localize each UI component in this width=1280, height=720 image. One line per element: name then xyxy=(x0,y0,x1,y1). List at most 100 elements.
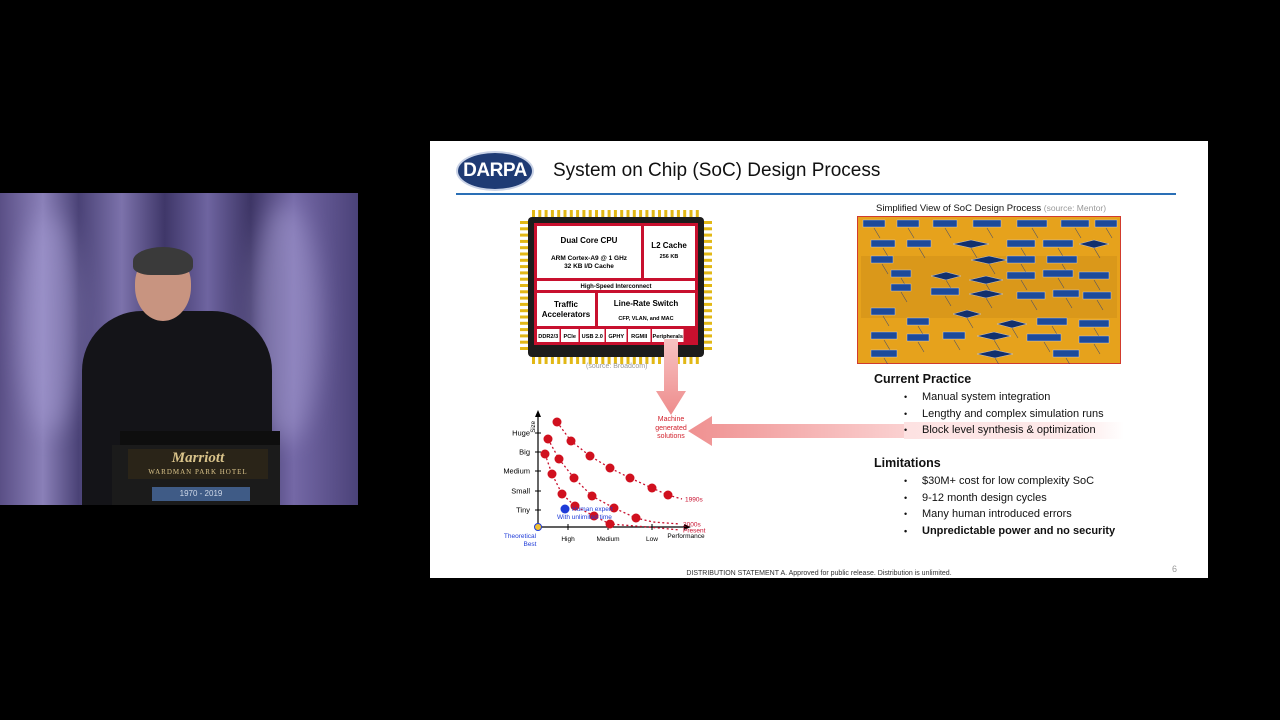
slide-title: System on Chip (SoC) Design Process xyxy=(553,160,881,181)
tradeoff-point xyxy=(566,436,576,446)
speaker-video: Marriott WARDMAN PARK HOTEL 1970 - 2019 xyxy=(0,193,358,505)
chip-pin xyxy=(576,210,580,218)
chip-pin xyxy=(557,356,561,364)
limitation-item-bold: Unpredictable power and no security xyxy=(904,523,1115,540)
chip-pin xyxy=(520,309,529,313)
left-arrow xyxy=(688,416,1112,446)
flow-step xyxy=(906,333,930,342)
flow-decision xyxy=(968,275,1004,285)
flow-connector xyxy=(907,227,915,239)
chip-pin xyxy=(544,356,548,364)
chip-pin xyxy=(626,356,630,364)
flow-step xyxy=(870,331,898,340)
chip-pin xyxy=(703,340,712,344)
chip-pin xyxy=(532,210,535,218)
flow-step xyxy=(896,219,920,228)
flow-step xyxy=(1006,271,1036,280)
chip-pin xyxy=(520,321,529,325)
presentation-slide: DARPA System on Chip (SoC) Design Proces… xyxy=(430,141,1208,578)
chip-port-label: USB 2.0 xyxy=(582,334,603,340)
limitations-title: Limitations xyxy=(874,456,941,470)
flow-step xyxy=(972,219,1002,228)
limitation-item: $30M+ cost for low complexity SoC xyxy=(904,473,1115,490)
y-tick-label: Huge xyxy=(512,429,530,438)
curve-label: 2000s xyxy=(683,522,701,529)
flow-connector xyxy=(1096,299,1104,311)
chip-pin xyxy=(664,210,668,218)
down-arrow xyxy=(656,339,686,415)
switch-sub: CFP, VLAN, and MAC xyxy=(618,316,673,322)
flow-connector xyxy=(988,263,996,275)
chip-pin xyxy=(520,315,529,319)
chip-pin xyxy=(607,210,611,218)
chip-pin xyxy=(520,221,529,224)
chip-pin xyxy=(703,277,712,281)
chip-pin xyxy=(520,227,529,231)
flow-step xyxy=(870,239,896,248)
chip-pin xyxy=(683,210,687,218)
chip-pin xyxy=(703,265,712,269)
flow-caption-text: Simplified View of SoC Design Process xyxy=(876,203,1042,214)
chip-pin xyxy=(520,340,529,344)
tradeoff-point xyxy=(663,490,673,500)
flow-step xyxy=(1052,289,1080,298)
flow-decision xyxy=(968,289,1004,299)
flow-decision xyxy=(996,319,1028,329)
tradeoff-point xyxy=(631,513,641,523)
tradeoff-curve xyxy=(556,421,683,500)
y-tick-label: Medium xyxy=(503,467,530,476)
tradeoff-point xyxy=(589,511,599,521)
practice-item: Lengthy and complex simulation runs xyxy=(904,406,1124,423)
cpu-title: Dual Core CPU xyxy=(561,236,618,245)
page-number: 6 xyxy=(1172,564,1178,574)
y-tick-label: Big xyxy=(519,448,530,457)
theoretical-best-dot xyxy=(534,523,542,531)
cpu-line1: ARM Cortex-A9 @ 1 GHz xyxy=(551,255,628,262)
chip-pin xyxy=(703,258,712,262)
cpu-block xyxy=(537,226,641,278)
theoretical-label: Theoretical xyxy=(504,533,537,540)
chip-pin xyxy=(703,227,712,231)
flow-step xyxy=(1094,219,1118,228)
chip-pin xyxy=(703,302,712,306)
flow-step xyxy=(870,307,896,316)
chip-pin xyxy=(645,356,649,364)
chip-pin xyxy=(520,233,529,237)
flow-connector xyxy=(881,263,889,275)
laptop xyxy=(120,431,280,447)
switch-title: Line-Rate Switch xyxy=(614,299,679,308)
flow-step xyxy=(870,349,898,358)
chip-pin xyxy=(550,210,554,218)
distribution-statement: DISTRIBUTION STATEMENT A. Approved for p… xyxy=(686,570,952,577)
flow-step xyxy=(930,287,960,296)
flow-decision xyxy=(1078,239,1110,249)
chip-port-label: GPHY xyxy=(608,334,624,340)
traffic-line2: Accelerators xyxy=(542,310,591,319)
chip-pin xyxy=(569,210,573,218)
tradeoff-curve xyxy=(547,438,681,525)
cpu-line2: 32 KB I/D Cache xyxy=(564,263,614,270)
x-tick-label: Low xyxy=(646,536,658,543)
limitation-item: 9-12 month design cycles xyxy=(904,490,1115,507)
curve-label: 1990s xyxy=(685,497,703,504)
flow-connector xyxy=(953,339,961,351)
chip-pin xyxy=(563,210,567,218)
flow-connector xyxy=(970,247,978,259)
tradeoff-point xyxy=(609,503,619,513)
chip-pin xyxy=(613,210,617,218)
practice-item-highlighted: Block level synthesis & optimization xyxy=(904,422,1124,439)
podium-brand: Marriott xyxy=(171,450,225,466)
curtain-light xyxy=(20,213,80,433)
practice-item: Manual system integration xyxy=(904,389,1124,406)
chip-port-box xyxy=(537,329,560,342)
machine-label-line1: Machine xyxy=(657,416,685,423)
flow-connector xyxy=(1093,279,1101,291)
chip-pin xyxy=(613,356,617,364)
tradeoff-point xyxy=(570,501,580,511)
flow-connector xyxy=(993,339,1001,351)
chip-pin xyxy=(703,321,712,325)
switch-block xyxy=(598,293,695,326)
flow-step xyxy=(890,269,912,278)
